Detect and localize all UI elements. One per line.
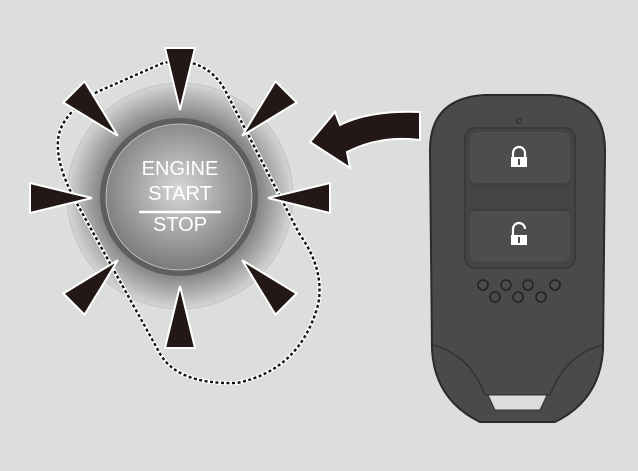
label-engine: ENGINE	[141, 158, 219, 180]
curved-arrow-icon	[308, 110, 421, 171]
smart-key-fob	[428, 94, 607, 423]
key-ring-hole	[487, 394, 548, 411]
label-stop: STOP	[152, 214, 208, 236]
signal-triangle-icon	[267, 181, 331, 215]
signal-triangle-icon	[61, 259, 119, 317]
lock-icon	[511, 145, 527, 167]
speaker-holes	[477, 279, 561, 303]
indicator-light	[516, 118, 522, 124]
signal-triangle-icon	[29, 181, 93, 215]
signal-triangle-icon	[241, 259, 299, 317]
unlock-icon	[511, 221, 527, 245]
signal-triangle-icon	[163, 285, 197, 349]
label-start: START	[148, 183, 212, 205]
signal-triangle-icon	[241, 79, 299, 137]
button-face	[105, 123, 253, 271]
signal-triangle-icon	[61, 79, 119, 137]
signal-triangle-icon	[163, 47, 197, 111]
signal-arrows	[29, 47, 331, 349]
